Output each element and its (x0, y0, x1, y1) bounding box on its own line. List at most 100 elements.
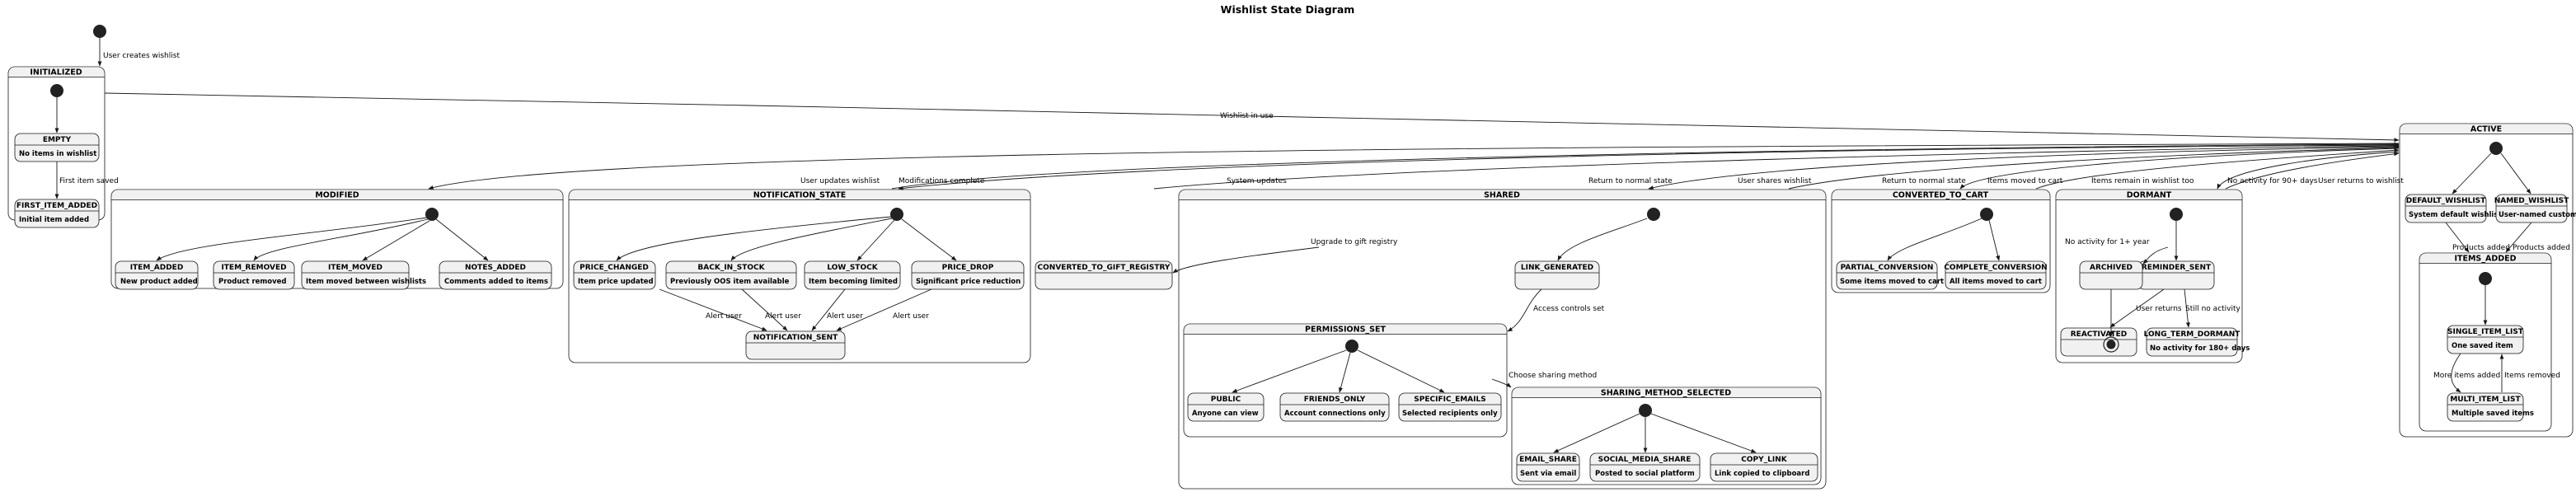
state-archived: ARCHIVED (2079, 260, 2143, 290)
initial-pseudostate (93, 25, 106, 38)
composite-title: MODIFIED (315, 191, 359, 200)
state-description: Previously OOS item available (670, 278, 790, 286)
state-description: Item becoming limited (809, 278, 898, 286)
state-item-moved: ITEM_MOVED Item moved between wishlists (301, 260, 426, 290)
initial-pseudostate (50, 84, 63, 97)
edge-label: User shares wishlist (1738, 177, 1812, 185)
state-name: LOW_STOCK (827, 264, 878, 272)
state-social-media-share: SOCIAL_MEDIA_SHARE Posted to social plat… (1589, 452, 1701, 482)
state-description: Selected recipients only (1402, 410, 1498, 418)
edge-label: No activity for 1+ year (2065, 238, 2150, 246)
state-name: FRIENDS_ONLY (1304, 396, 1366, 404)
state-description: New product added (120, 278, 198, 286)
state-description: Posted to social platform (1595, 470, 1695, 478)
state-converted-to-gift-registry: CONVERTED_TO_GIFT_REGISTRY (1035, 260, 1173, 290)
state-name: REMINDER_SENT (2142, 264, 2212, 272)
state-name: COPY_LINK (1741, 456, 1787, 464)
edge-label: User creates wishlist (103, 52, 180, 60)
state-email-share: EMAIL_SHARE Sent via email (1516, 452, 1580, 482)
state-description: Account connections only (1284, 410, 1386, 418)
state-copy-link: COPY_LINK Link copied to clipboard (1710, 452, 1818, 482)
edge-label: Alert user (765, 312, 801, 321)
state-name: ITEM_MOVED (328, 264, 382, 272)
final-state (2103, 336, 2119, 353)
state-name: NAMED_WISHLIST (2494, 197, 2569, 205)
edge-label: Alert user (893, 312, 929, 321)
edge-label: Upgrade to gift registry (1311, 238, 1398, 246)
state-reminder-sent: REMINDER_SENT (2137, 260, 2215, 290)
edge-label: Alert user (827, 312, 863, 321)
edge-label: Items removed (2504, 372, 2560, 380)
state-name: FIRST_ITEM_ADDED (16, 202, 97, 210)
composite-active: ACTIVE DEFAULT_WISHLIST System default w… (2399, 123, 2576, 438)
state-description: No items in wishlist (19, 150, 96, 158)
state-description: One saved item (2452, 342, 2513, 350)
composite-title: NOTIFICATION_STATE (753, 191, 847, 200)
edge-label: Return to normal state (1882, 177, 1966, 185)
state-name: ITEM_ADDED (130, 264, 184, 272)
state-item-added: ITEM_ADDED New product added (115, 260, 199, 290)
state-name: ARCHIVED (2090, 264, 2133, 272)
state-name: COMPLETE_CONVERSION (1944, 264, 2047, 272)
initial-pseudostate (890, 208, 903, 221)
state-back-in-stock: BACK_IN_STOCK Previously OOS item availa… (665, 260, 797, 290)
edge-label: Alert user (706, 312, 742, 321)
state-empty: EMPTY No items in wishlist (14, 133, 100, 162)
state-name: REACTIVATED (2071, 330, 2128, 339)
composite-title: INITIALIZED (30, 68, 82, 77)
edge-label: More items added (2433, 372, 2500, 380)
state-name: EMPTY (43, 136, 72, 144)
edge-label: First item saved (59, 177, 119, 185)
state-name: SOCIAL_MEDIA_SHARE (1598, 456, 1692, 464)
composite-title: DORMANT (2127, 191, 2172, 200)
state-description: Comments added to items (444, 278, 548, 286)
state-item-removed: ITEM_REMOVED Product removed (213, 260, 295, 290)
state-multi-item-list: MULTI_ITEM_LIST Multiple saved items (2447, 392, 2534, 422)
state-name: EMAIL_SHARE (1519, 456, 1577, 464)
transition-labels: User creates wishlist First item saved W… (59, 52, 2570, 380)
edge-label: Return to normal state (1588, 177, 1673, 185)
state-specific-emails: SPECIFIC_EMAILS Selected recipients only (1398, 392, 1502, 422)
state-description: Significant price reduction (916, 278, 1021, 286)
composite-title: ITEMS_ADDED (2454, 255, 2516, 264)
initial-pseudostate (2170, 208, 2183, 221)
state-price-drop: PRICE_DROP Significant price reduction (911, 260, 1025, 290)
state-name: PRICE_DROP (942, 264, 994, 272)
state-friends-only: FRIENDS_ONLY Account connections only (1279, 392, 1390, 422)
state-description: All items moved to cart (1950, 278, 2042, 286)
state-description: System default wishlist (2409, 211, 2501, 219)
edge-label: System updates (1227, 177, 1287, 185)
state-name: PARTIAL_CONVERSION (1841, 264, 1934, 272)
initial-pseudostate (2479, 272, 2492, 285)
state-description: Initial item added (19, 216, 89, 224)
state-description: Some items moved to cart (1840, 278, 1944, 286)
composite-shared: SHARED LINK_GENERATED PERMISSIONS_SET PU… (1178, 189, 1827, 490)
state-description: Multiple saved items (2452, 410, 2534, 418)
state-description: Sent via email (1520, 470, 1576, 478)
state-notification-sent: NOTIFICATION_SENT (745, 330, 846, 360)
state-description: Anyone can view (1192, 410, 1259, 418)
state-notes-added: NOTES_ADDED Comments added to items (439, 260, 552, 290)
state-name: ITEM_REMOVED (221, 264, 286, 272)
composite-title: CONVERTED_TO_CART (1893, 191, 1989, 200)
state-price-changed: PRICE_CHANGED Item price updated (573, 260, 656, 290)
state-name: PRICE_CHANGED (579, 264, 649, 272)
state-description: Item price updated (578, 278, 654, 286)
state-description: User-named custom wishlist (2499, 211, 2576, 219)
edge-label: Products added (2513, 244, 2570, 252)
initial-pseudostate (1647, 208, 1660, 221)
edge-label: Choose sharing method (1509, 372, 1597, 380)
state-low-stock: LOW_STOCK Item becoming limited (804, 260, 901, 290)
state-name: PUBLIC (1211, 396, 1241, 404)
edge-label: No activity for 90+ days (2227, 177, 2318, 185)
state-name: BACK_IN_STOCK (697, 264, 765, 272)
edge-label: Products added (2452, 244, 2510, 252)
state-partial-conversion: PARTIAL_CONVERSION Some items moved to c… (1836, 260, 1944, 290)
initial-pseudostate (1980, 208, 1993, 221)
initial-pseudostate (1345, 340, 1358, 353)
state-name: LONG_TERM_DORMANT (2144, 330, 2241, 339)
composite-converted-to-cart: CONVERTED_TO_CART PARTIAL_CONVERSION Som… (1831, 189, 2051, 293)
edge-label: Access controls set (1533, 305, 1605, 313)
state-name: SINGLE_ITEM_LIST (2447, 328, 2524, 336)
